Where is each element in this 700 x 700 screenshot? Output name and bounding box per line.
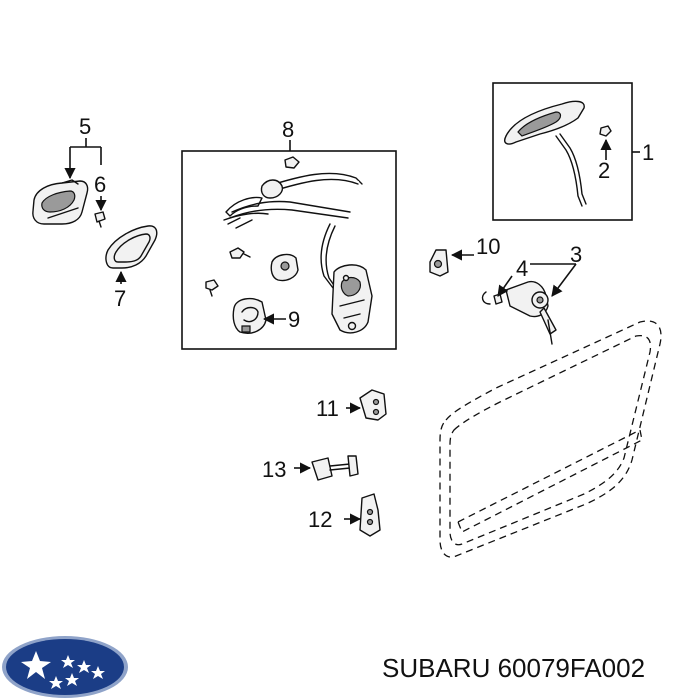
part-inner-handle: [32, 179, 89, 225]
callout-4: 4: [516, 256, 528, 281]
brand-name: SUBARU: [382, 653, 491, 683]
callout-12: 12: [308, 507, 332, 532]
subaru-star-cluster-logo: [2, 636, 128, 698]
part-door-latch: [331, 264, 373, 334]
callout-13: 13: [262, 457, 286, 482]
callout-labels: 1 2 3 4 5 6 7 8 9 10 11 12 13: [79, 114, 654, 532]
part-handle-screw: [94, 211, 106, 228]
callout-10: 10: [476, 234, 500, 259]
part-number: 60079FA002: [497, 653, 646, 683]
part-lock-actuator: [232, 297, 267, 334]
part-lock-cylinder: [505, 280, 557, 345]
brand-part-caption: SUBARU 60079FA002: [382, 648, 682, 688]
callout-2: 2: [598, 158, 610, 183]
part-handle-bezel: [105, 225, 158, 269]
leader-lines: [64, 138, 640, 525]
part-hinge-lower: [359, 493, 381, 537]
callout-3: 3: [570, 242, 582, 267]
callout-11: 11: [316, 396, 339, 421]
part-rod-assembly: [205, 156, 363, 297]
callout-9: 9: [288, 307, 300, 332]
part-outer-handle-clip: [599, 125, 612, 137]
callout-7: 7: [114, 286, 126, 311]
callout-6: 6: [94, 172, 106, 197]
callout-5: 5: [79, 114, 91, 139]
assembly-frame-8: [181, 150, 397, 350]
part-door-checker: [311, 455, 359, 481]
part-outer-handle: [504, 100, 587, 207]
callout-8: 8: [282, 117, 294, 142]
callout-1: 1: [642, 140, 654, 165]
part-bracket-10: [429, 249, 449, 277]
part-hinge-upper: [359, 389, 387, 421]
door-outline: [439, 320, 662, 558]
